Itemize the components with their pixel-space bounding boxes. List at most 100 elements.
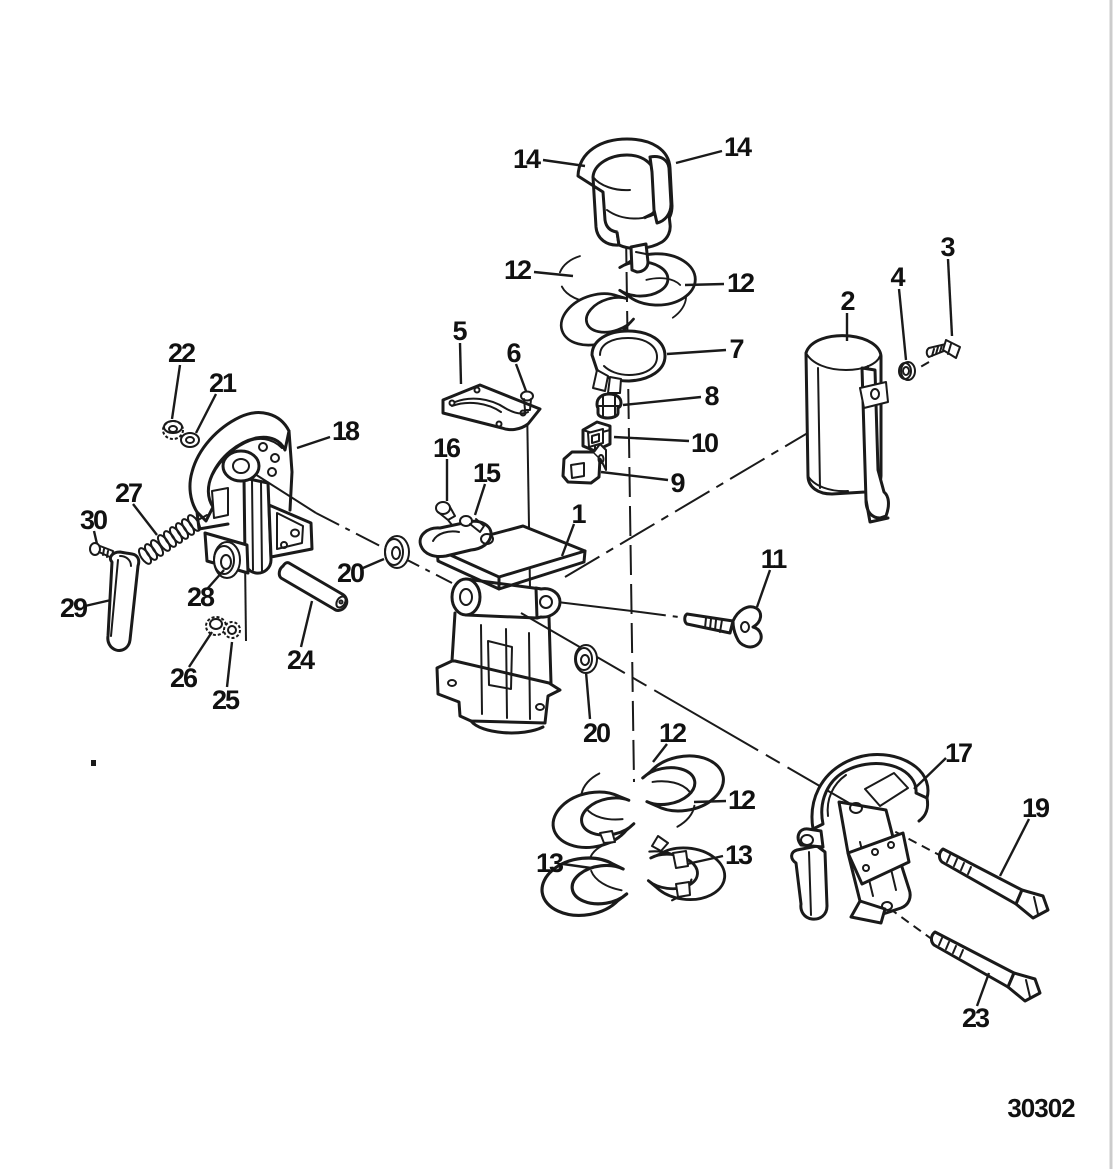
callout-15: 15 bbox=[473, 458, 501, 488]
leader-line-12 bbox=[652, 743, 668, 763]
part-9-bracket bbox=[561, 443, 607, 485]
callout-20: 20 bbox=[583, 718, 610, 748]
callout-14: 14 bbox=[724, 132, 752, 162]
callout-10: 10 bbox=[691, 428, 718, 458]
leader-line-11 bbox=[755, 569, 772, 608]
callout-5: 5 bbox=[452, 316, 467, 346]
part-17-clamp-bracket bbox=[790, 753, 930, 925]
part-10-block bbox=[581, 420, 612, 453]
leader-line-15 bbox=[473, 483, 487, 516]
callout-18: 18 bbox=[332, 416, 360, 446]
bolt3-axis bbox=[916, 361, 930, 370]
callout-8: 8 bbox=[704, 381, 719, 411]
part-18-clamp-bracket bbox=[188, 411, 314, 575]
tilt-axis-dashdot bbox=[315, 512, 453, 584]
callout-17: 17 bbox=[945, 738, 972, 768]
leader-line-20 bbox=[584, 671, 592, 720]
part-29-lever bbox=[106, 550, 141, 652]
leader-line-13 bbox=[562, 862, 592, 870]
wingscrew-axis-dashdot bbox=[639, 611, 687, 619]
callout-24: 24 bbox=[287, 645, 315, 675]
leader-line-12 bbox=[693, 799, 727, 804]
part-22-locknut bbox=[162, 420, 184, 440]
callout-30: 30 bbox=[80, 505, 107, 535]
part-13-latch-tabs bbox=[672, 850, 691, 898]
callout-13: 13 bbox=[536, 848, 564, 878]
callout-12: 12 bbox=[727, 268, 754, 298]
callout-11: 11 bbox=[761, 544, 788, 574]
bolt23-axis bbox=[892, 910, 934, 941]
part-26-nut bbox=[205, 616, 227, 636]
callout-28: 28 bbox=[187, 582, 215, 612]
callout-21: 21 bbox=[209, 368, 237, 398]
part-1-swivel-bracket bbox=[418, 519, 587, 735]
part-2-swivel-tube bbox=[804, 334, 890, 524]
part-28-washer bbox=[213, 541, 241, 579]
leader-line-12 bbox=[684, 282, 725, 287]
part-15-screw bbox=[459, 515, 485, 533]
leader-line-7 bbox=[666, 348, 727, 356]
drawing-number: 30302 bbox=[1007, 1093, 1075, 1123]
callout-3: 3 bbox=[940, 232, 955, 262]
callout-7: 7 bbox=[729, 334, 743, 364]
leader-line-17 bbox=[913, 757, 947, 790]
callout-12: 12 bbox=[504, 255, 531, 285]
part-20-washer-left bbox=[384, 535, 410, 569]
leader-line-1 bbox=[560, 523, 576, 557]
part-6-screw bbox=[520, 390, 534, 411]
leader-line-10 bbox=[613, 435, 690, 443]
part-27-spring bbox=[137, 514, 208, 565]
callout-19: 19 bbox=[1022, 793, 1050, 823]
part-25-washer bbox=[223, 621, 241, 639]
leader-line-12 bbox=[533, 270, 574, 278]
leader-line-6 bbox=[514, 363, 528, 392]
leader-line-22 bbox=[170, 364, 182, 420]
stray-dot bbox=[91, 760, 96, 766]
part-16-fitting bbox=[435, 501, 456, 526]
tilt-axis-solid bbox=[246, 468, 317, 514]
leader-line-5 bbox=[458, 342, 463, 385]
callout-20: 20 bbox=[337, 558, 364, 588]
part-5-plate bbox=[441, 383, 542, 432]
part-12-ring-lower-right bbox=[546, 770, 700, 856]
callout-26: 26 bbox=[170, 663, 198, 693]
callout-12: 12 bbox=[728, 785, 755, 815]
wingscrew-axis-solid bbox=[548, 600, 641, 613]
callout-1: 1 bbox=[571, 499, 586, 529]
callout-22: 22 bbox=[168, 338, 195, 368]
leader-line-23 bbox=[975, 972, 991, 1007]
leader-line-13 bbox=[686, 854, 724, 866]
leader-line-27 bbox=[132, 503, 158, 536]
leader-line-3 bbox=[946, 258, 954, 337]
part-11-wing-screw bbox=[683, 605, 763, 649]
leader-line-24 bbox=[299, 600, 314, 648]
part-23-bolt bbox=[930, 930, 1042, 1003]
part-20-washer-bottom bbox=[574, 644, 598, 674]
part-24-pin bbox=[277, 561, 349, 612]
leader-line-26 bbox=[187, 631, 214, 668]
leader-line-30 bbox=[92, 530, 99, 545]
callout-23: 23 bbox=[962, 1003, 990, 1033]
part-12-key bbox=[629, 242, 650, 274]
part-8-clamp-nut bbox=[595, 392, 623, 420]
part-19-bolt bbox=[938, 847, 1050, 920]
callout-6: 6 bbox=[506, 338, 521, 368]
callout-16: 16 bbox=[433, 433, 461, 463]
part-30-screw bbox=[89, 542, 114, 559]
callout-25: 25 bbox=[212, 685, 240, 715]
leader-line-20 bbox=[362, 557, 385, 570]
leader-line-18 bbox=[296, 435, 331, 450]
callout-2: 2 bbox=[840, 286, 854, 316]
leader-line-8 bbox=[622, 395, 702, 407]
leader-line-4 bbox=[897, 288, 908, 361]
callout-14: 14 bbox=[513, 144, 541, 174]
part-7-clamp-ring bbox=[590, 329, 667, 394]
callout-12: 12 bbox=[659, 718, 686, 748]
clamp-axis-line bbox=[520, 612, 850, 804]
leader-line-9 bbox=[600, 470, 669, 482]
callout-9: 9 bbox=[670, 468, 685, 498]
leader-line-28 bbox=[207, 569, 225, 589]
